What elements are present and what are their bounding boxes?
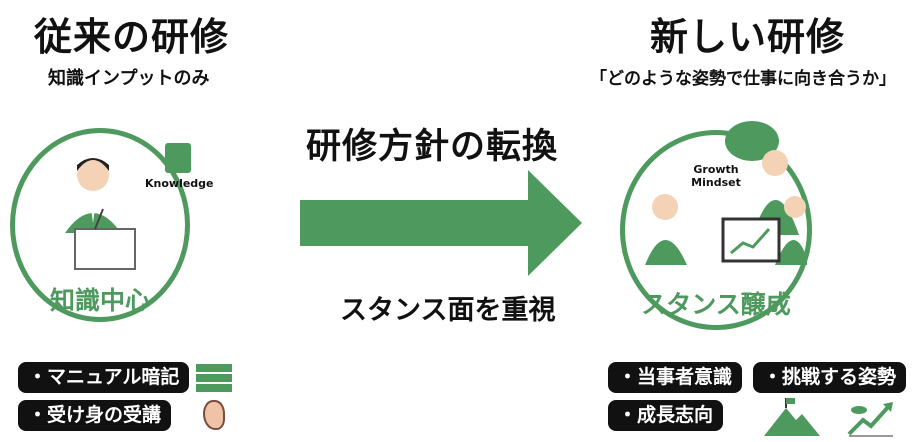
growth-mindset-label: Growth Mindset — [691, 163, 741, 189]
books-stack-icon — [196, 364, 232, 394]
team-illustration — [645, 150, 807, 265]
arrow-icon — [300, 170, 582, 276]
old-training-title: 従来の研修 — [34, 15, 230, 59]
book-icon — [165, 143, 191, 173]
point-manual-memorization: ・マニュアル暗記 — [18, 362, 190, 393]
new-training-subtitle: 「どのような姿勢で仕事に向き合うか」 — [590, 69, 896, 89]
knowledge-label: Knowledge — [145, 177, 214, 190]
knowledge-center-label: 知識中心 — [49, 286, 150, 315]
knowledge-circle: Knowledge 知識中心 — [10, 128, 214, 322]
old-training-subtitle: 知識インプットのみ — [48, 68, 210, 89]
mountain-flag-icon — [764, 398, 820, 436]
policy-shift-heading: 研修方針の転換 — [306, 127, 559, 167]
stance-cultivation-label: スタンス醸成 — [641, 290, 791, 319]
stance-circle: Growth Mindset スタンス醸成 — [620, 121, 812, 330]
ear-icon — [203, 400, 225, 430]
sprout-growth-icon — [847, 402, 893, 437]
point-growth-orientation: ・成長志向 — [608, 400, 724, 431]
new-training-title: 新しい研修 — [650, 15, 846, 59]
lecturer-illustration — [65, 158, 136, 270]
stance-focus-caption: スタンス面を重視 — [340, 295, 556, 326]
point-challenge: ・挑戦する姿勢 — [753, 362, 907, 393]
point-ownership: ・当事者意識 — [608, 362, 743, 393]
point-passive-attendance: ・受け身の受講 — [18, 400, 172, 431]
